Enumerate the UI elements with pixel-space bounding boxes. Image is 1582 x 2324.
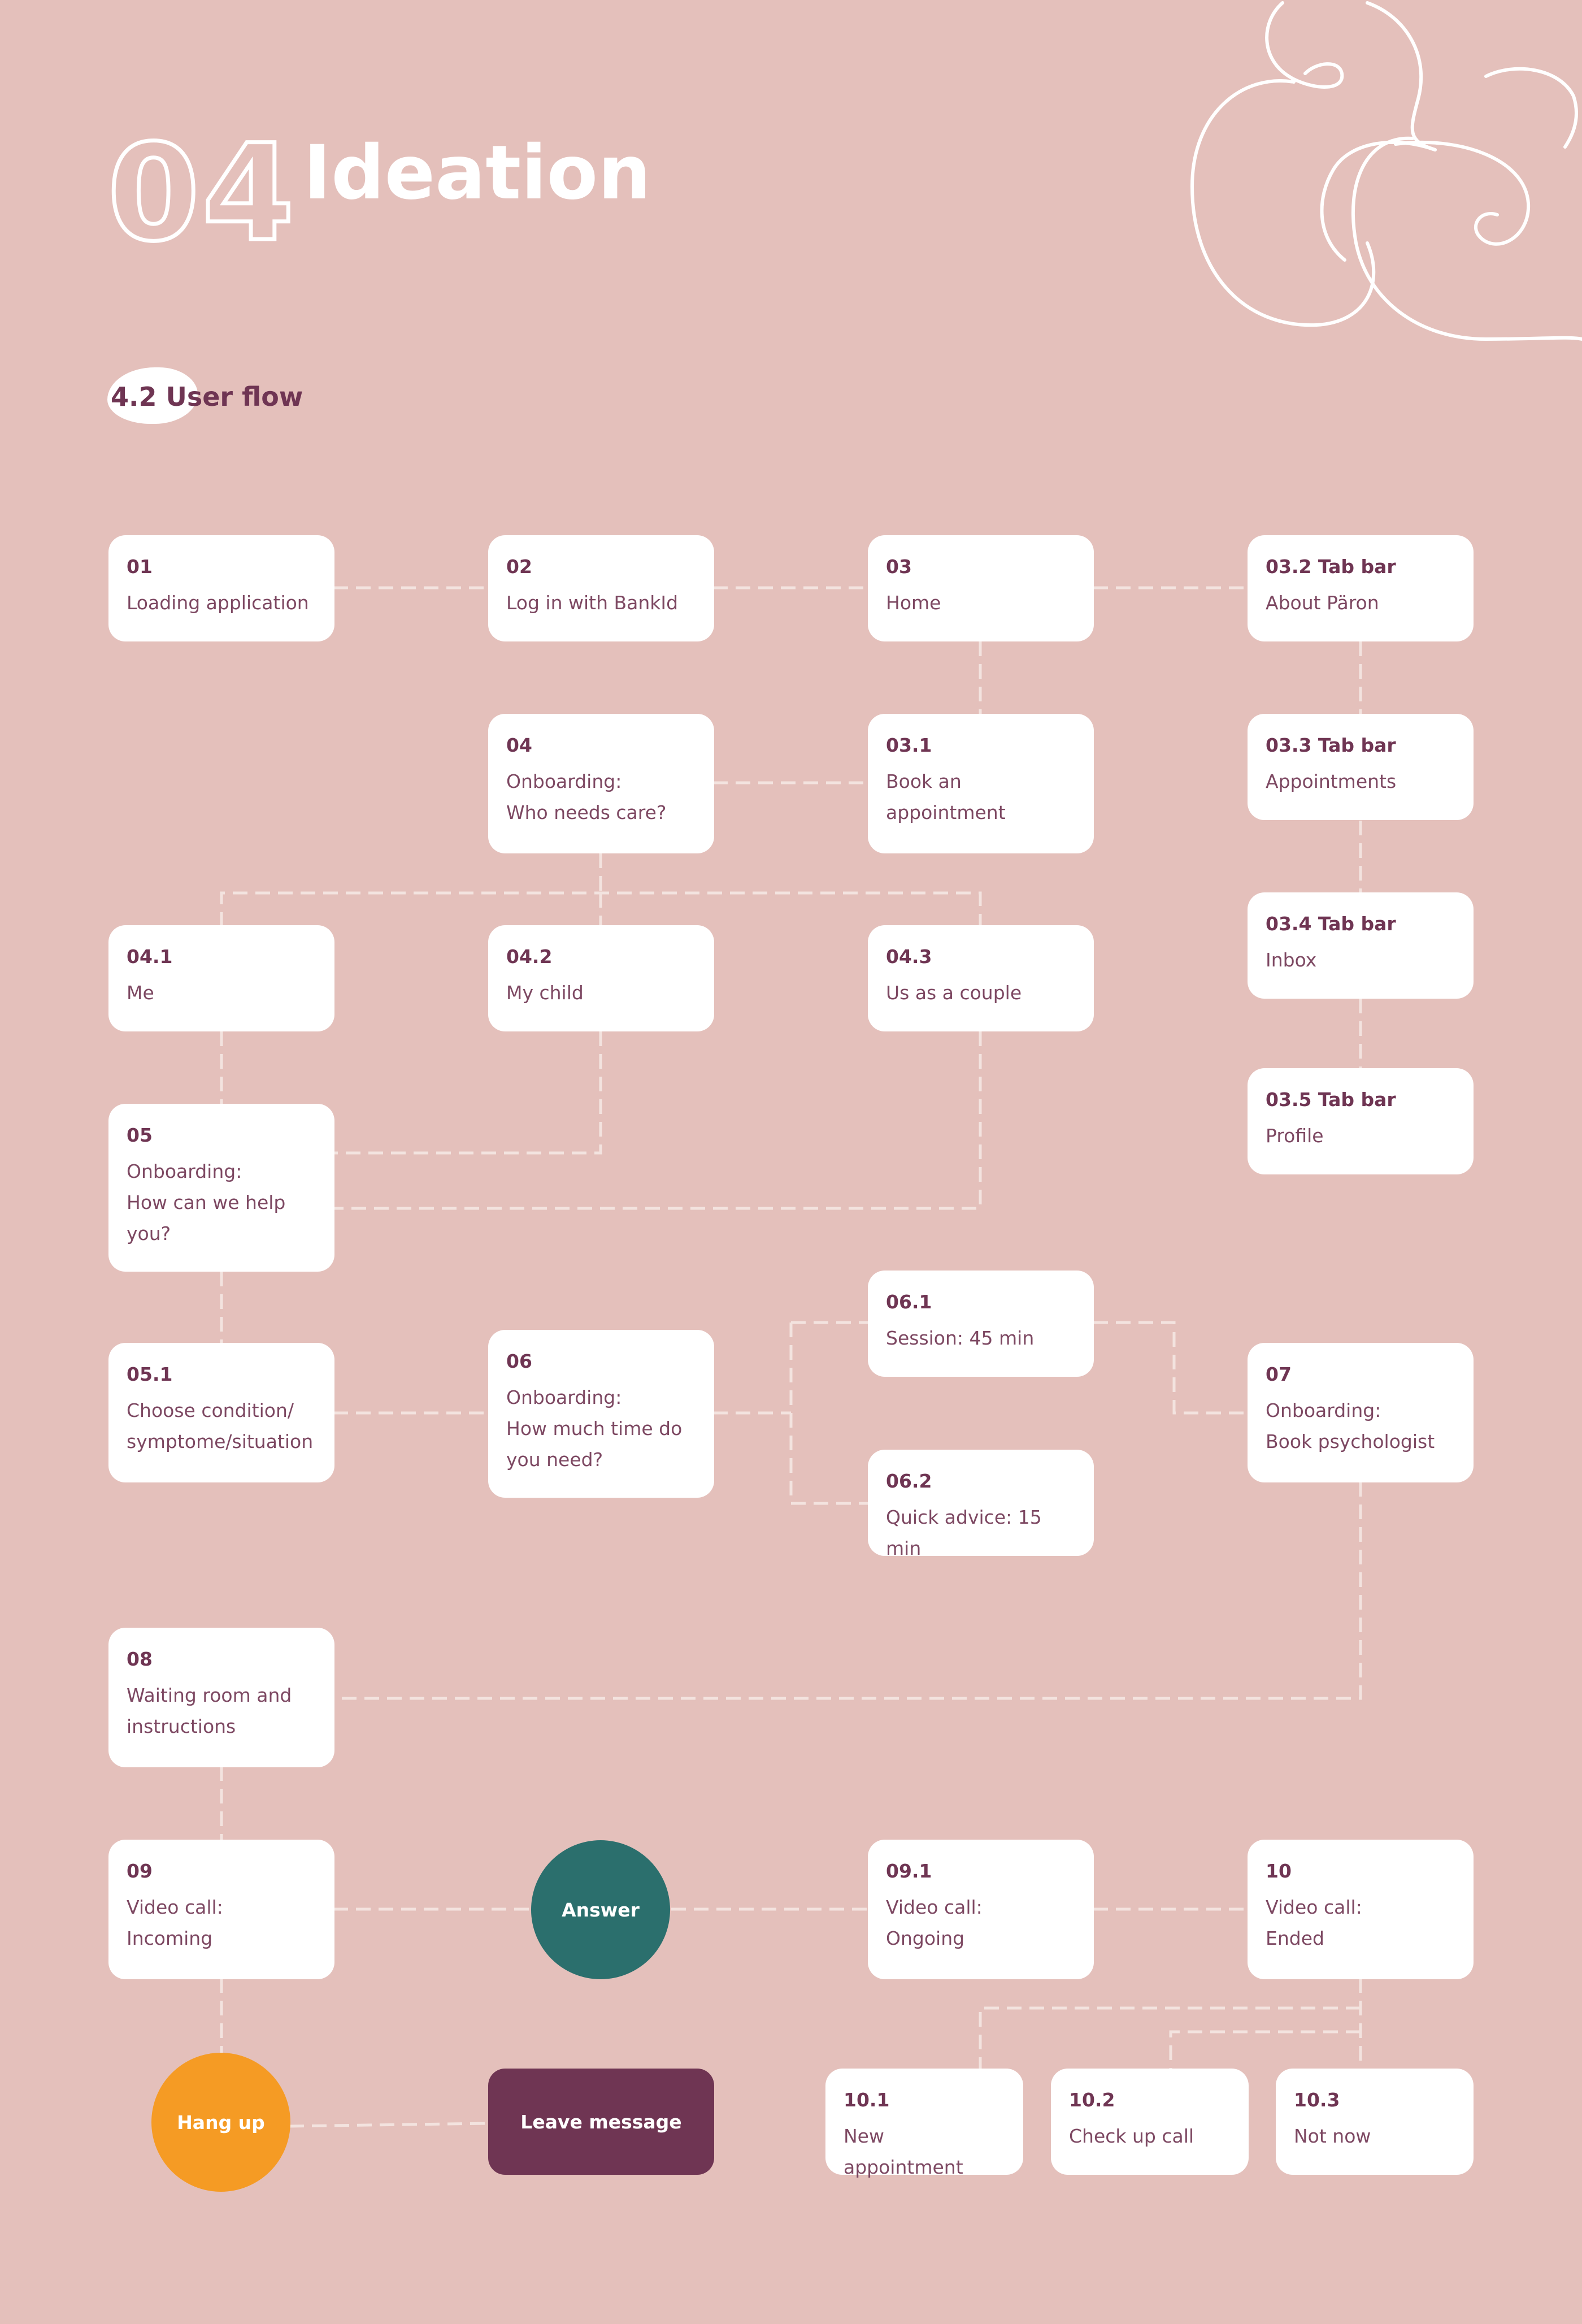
node-number: 03.5 Tab bar <box>1266 1089 1396 1111</box>
node-label: Onboarding: Book psychologist <box>1266 1399 1435 1452</box>
flow-node-03-1: 03.1 Book an appointment <box>868 714 1094 853</box>
node-number: 09.1 <box>886 1860 932 1882</box>
node-label: About Päron <box>1266 592 1379 614</box>
flow-node-09-1: 09.1 Video call: Ongoing <box>868 1840 1094 1979</box>
flow-node-03-2: 03.2 Tab bar About Päron <box>1248 535 1474 641</box>
flow-node-01: 01 Loading application <box>108 535 334 641</box>
node-number: 03.2 Tab bar <box>1266 556 1396 578</box>
flow-node-05: 05 Onboarding: How can we help you? <box>108 1104 334 1272</box>
node-number: 03 <box>886 556 912 578</box>
node-label: Not now <box>1294 2125 1371 2147</box>
flow-node-06-2: 06.2 Quick advice: 15 min <box>868 1450 1094 1559</box>
flow-node-04-2: 04.2 My child <box>488 925 714 1031</box>
node-number: 05 <box>127 1124 153 1146</box>
flow-node-07: 07 Onboarding: Book psychologist <box>1248 1343 1474 1482</box>
node-label: Waiting room and instructions <box>127 1684 292 1737</box>
flow-node-03: 03 Home <box>868 535 1094 641</box>
decorative-line-art <box>1190 1 1582 341</box>
node-label: Session: 45 min <box>886 1327 1035 1349</box>
answer-button[interactable]: Answer <box>531 1840 670 1979</box>
node-label: Log in with BankId <box>506 592 679 614</box>
flow-node-06-1: 06.1 Session: 45 min <box>868 1271 1094 1377</box>
chapter-number: 04 <box>105 116 297 271</box>
node-label: Video call: Ended <box>1266 1896 1362 1949</box>
node-number: 03.3 Tab bar <box>1266 734 1396 756</box>
flow-node-10: 10 Video call: Ended <box>1248 1840 1474 1979</box>
page-title: Ideation <box>303 129 651 216</box>
node-label: Video call: Ongoing <box>886 1896 983 1949</box>
node-label: Us as a couple <box>886 982 1022 1004</box>
node-number: 10.3 <box>1294 2089 1340 2111</box>
node-label: Onboarding: How much time do you need? <box>506 1386 683 1471</box>
flow-node-10-2: 10.2 Check up call <box>1051 2069 1249 2175</box>
flow-node-10-3: 10.3 Not now <box>1276 2069 1474 2175</box>
node-label: Book an appointment <box>886 770 1006 823</box>
section-title-highlight <box>107 367 198 424</box>
node-number: 04.2 <box>506 946 553 968</box>
node-number: 09 <box>127 1860 153 1882</box>
node-label: Onboarding: How can we help you? <box>127 1160 286 1245</box>
node-label: Appointments <box>1266 770 1397 792</box>
node-number: 06.1 <box>886 1291 932 1313</box>
section-title: 4.2 User flow <box>111 381 303 412</box>
node-number: 04.1 <box>127 946 173 968</box>
node-number: 10.2 <box>1069 2089 1115 2111</box>
node-number: 04 <box>506 734 532 756</box>
node-number: 03.4 Tab bar <box>1266 913 1396 935</box>
node-label: Quick advice: 15 min <box>886 1506 1042 1559</box>
node-number: 06.2 <box>886 1470 932 1492</box>
node-label: Home <box>886 592 941 614</box>
flow-node-04-3: 04.3 Us as a couple <box>868 925 1094 1031</box>
flow-node-08: 08 Waiting room and instructions <box>108 1628 334 1767</box>
node-label: Loading application <box>127 592 309 614</box>
node-number: 04.3 <box>886 946 932 968</box>
node-label: Onboarding: Who needs care? <box>506 770 667 823</box>
node-number: 03.1 <box>886 734 932 756</box>
node-label: New appointment <box>844 2125 963 2178</box>
node-number: 08 <box>127 1648 153 1670</box>
node-label: My child <box>506 982 584 1004</box>
node-number: 01 <box>127 556 153 578</box>
node-number: 06 <box>506 1350 532 1372</box>
flow-node-02: 02 Log in with BankId <box>488 535 714 641</box>
flow-node-10-1: 10.1 New appointment <box>825 2069 1023 2178</box>
flow-node-05-1: 05.1 Choose condition/ symptome/situatio… <box>108 1343 334 1482</box>
node-number: 05.1 <box>127 1363 173 1385</box>
node-number: 10.1 <box>844 2089 890 2111</box>
node-label: Profile <box>1266 1125 1324 1147</box>
flow-node-06: 06 Onboarding: How much time do you need… <box>488 1330 714 1498</box>
flow-node-09: 09 Video call: Incoming <box>108 1840 334 1979</box>
node-label: Check up call <box>1069 2125 1194 2147</box>
node-number: 02 <box>506 556 532 578</box>
node-label: Choose condition/ symptome/situation <box>127 1399 314 1452</box>
flow-node-03-3: 03.3 Tab bar Appointments <box>1248 714 1474 820</box>
node-number: 07 <box>1266 1363 1292 1385</box>
node-number: 10 <box>1266 1860 1292 1882</box>
node-label: Me <box>127 982 154 1004</box>
flow-node-03-5: 03.5 Tab bar Profile <box>1248 1068 1474 1174</box>
leave-message-button[interactable]: Leave message <box>488 2069 714 2175</box>
flow-node-03-4: 03.4 Tab bar Inbox <box>1248 892 1474 999</box>
node-label: Video call: Incoming <box>127 1896 223 1949</box>
flow-node-04-1: 04.1 Me <box>108 925 334 1031</box>
flow-node-04: 04 Onboarding: Who needs care? <box>488 714 714 853</box>
node-label: Inbox <box>1266 949 1317 971</box>
hang-up-button[interactable]: Hang up <box>151 2053 290 2192</box>
